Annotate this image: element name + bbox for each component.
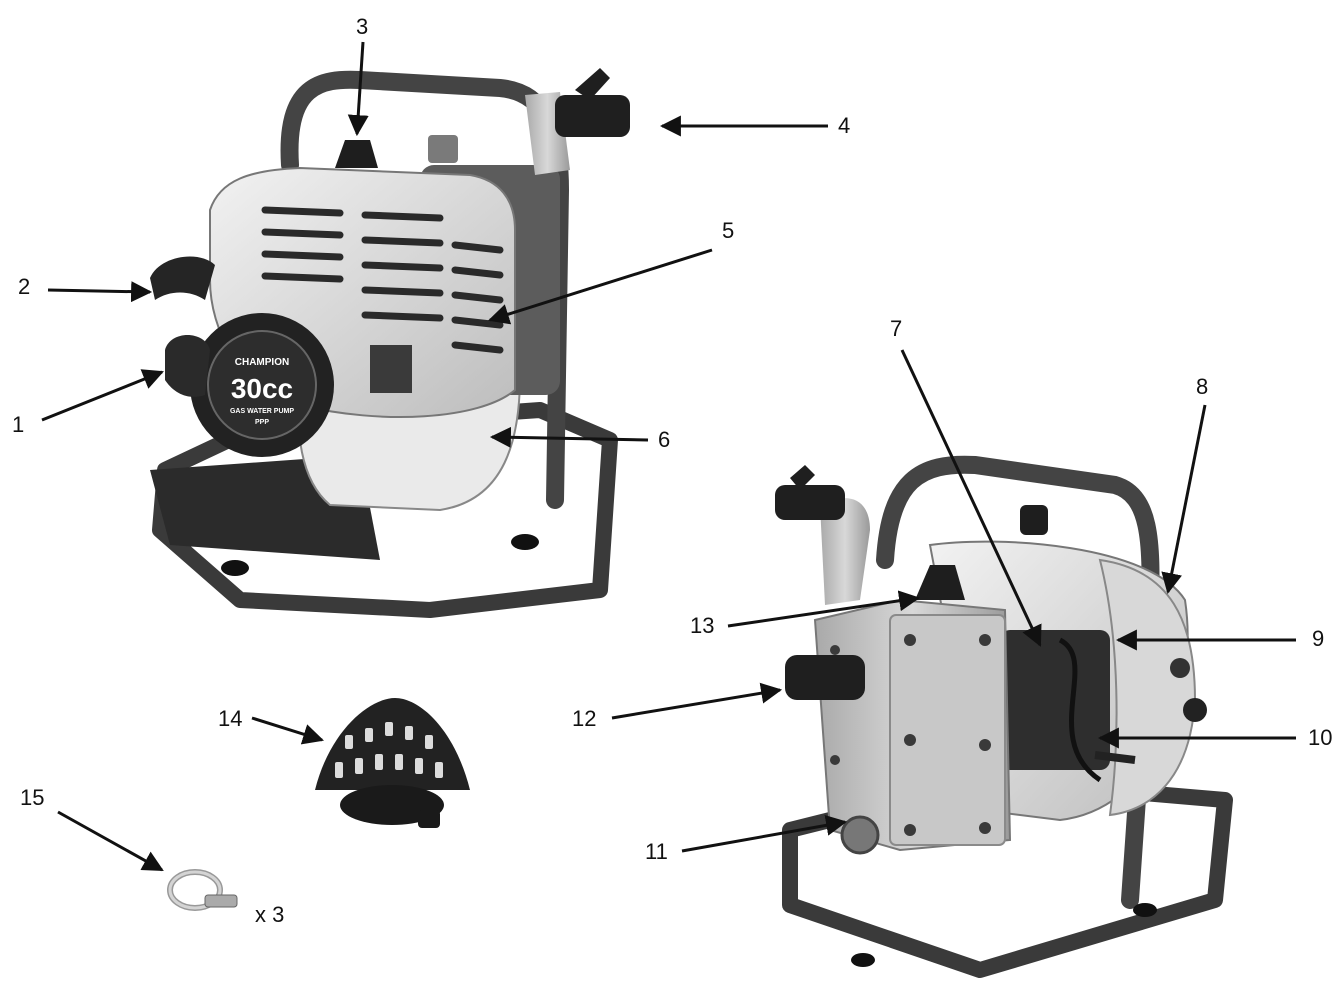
callout-3: 3	[356, 14, 368, 39]
foot	[511, 534, 539, 550]
starter-badge	[207, 330, 317, 440]
pump-front-view: CHAMPION 30cc GAS WATER PUMP PPP	[150, 68, 630, 618]
outlet-elbow-rear	[820, 498, 870, 605]
carry-handle-rear	[876, 455, 1160, 909]
callout-8: 8	[1196, 374, 1208, 399]
arrow-11	[681, 814, 848, 853]
callout-arrows	[41, 41, 1296, 872]
callout-labels: 1 2 3 4 5 6 7 8 9 10 11 12 13 14 15	[12, 14, 1332, 864]
ignition-switch	[1170, 658, 1190, 678]
foot-rear	[851, 953, 875, 967]
logo-displacement: 30cc	[231, 373, 293, 404]
arrow-1	[41, 369, 164, 422]
choke-lever	[150, 256, 215, 300]
logo-brand: CHAMPION	[235, 357, 289, 368]
starter-handle	[165, 335, 210, 397]
strainer-14	[315, 698, 470, 828]
hose-clamp-15	[167, 869, 238, 911]
callout-12: 12	[572, 706, 596, 731]
arrow-8	[1161, 404, 1207, 595]
callout-11: 11	[645, 839, 668, 864]
pump-rear-view	[775, 455, 1233, 978]
callout-10: 10	[1308, 725, 1332, 750]
callout-14: 14	[218, 706, 242, 731]
drain-plug	[840, 815, 880, 855]
cooling-vents	[261, 206, 504, 354]
housing-bolts	[830, 634, 991, 836]
throttle-knob	[1183, 698, 1207, 722]
top-knob	[335, 140, 378, 168]
top-knob-rear	[1020, 505, 1048, 535]
arrow-2	[47, 281, 153, 303]
callout-5: 5	[722, 218, 734, 243]
callout-6: 6	[658, 427, 670, 452]
hose-connector-side	[785, 655, 865, 700]
callout-13: 13	[690, 613, 714, 638]
rear-fuel-cap	[428, 135, 458, 163]
throttle-linkage	[1094, 751, 1136, 764]
arrow-14	[251, 716, 325, 745]
fan-cover-8	[1098, 558, 1197, 817]
arrow-7	[900, 349, 1042, 647]
logo-line1: GAS WATER PUMP	[230, 408, 294, 415]
arrow-3	[347, 41, 369, 137]
callout-15: 15	[20, 785, 44, 810]
arrow-15	[57, 810, 164, 872]
priming-cap	[915, 565, 965, 600]
arrow-13	[727, 590, 921, 628]
pump-cover-plate	[889, 614, 1006, 846]
callout-2: 2	[18, 274, 30, 299]
callout-1: 1	[12, 412, 24, 437]
logo-model: PPP	[255, 419, 269, 426]
engine-internals	[1000, 630, 1110, 770]
arrow-12	[611, 682, 783, 720]
arrow-6	[489, 426, 649, 448]
fuel-line	[1058, 637, 1102, 783]
foot	[221, 560, 249, 576]
arrow-5	[487, 248, 713, 325]
hose-connector-top	[555, 68, 630, 137]
quantity-note: x 3	[255, 902, 284, 927]
callout-9: 9	[1312, 626, 1324, 651]
callout-4: 4	[838, 113, 850, 138]
spark-plug-window	[370, 345, 412, 393]
hose-connector-rear-top	[775, 465, 845, 520]
foot-rear	[1133, 903, 1157, 917]
callout-7: 7	[890, 316, 902, 341]
